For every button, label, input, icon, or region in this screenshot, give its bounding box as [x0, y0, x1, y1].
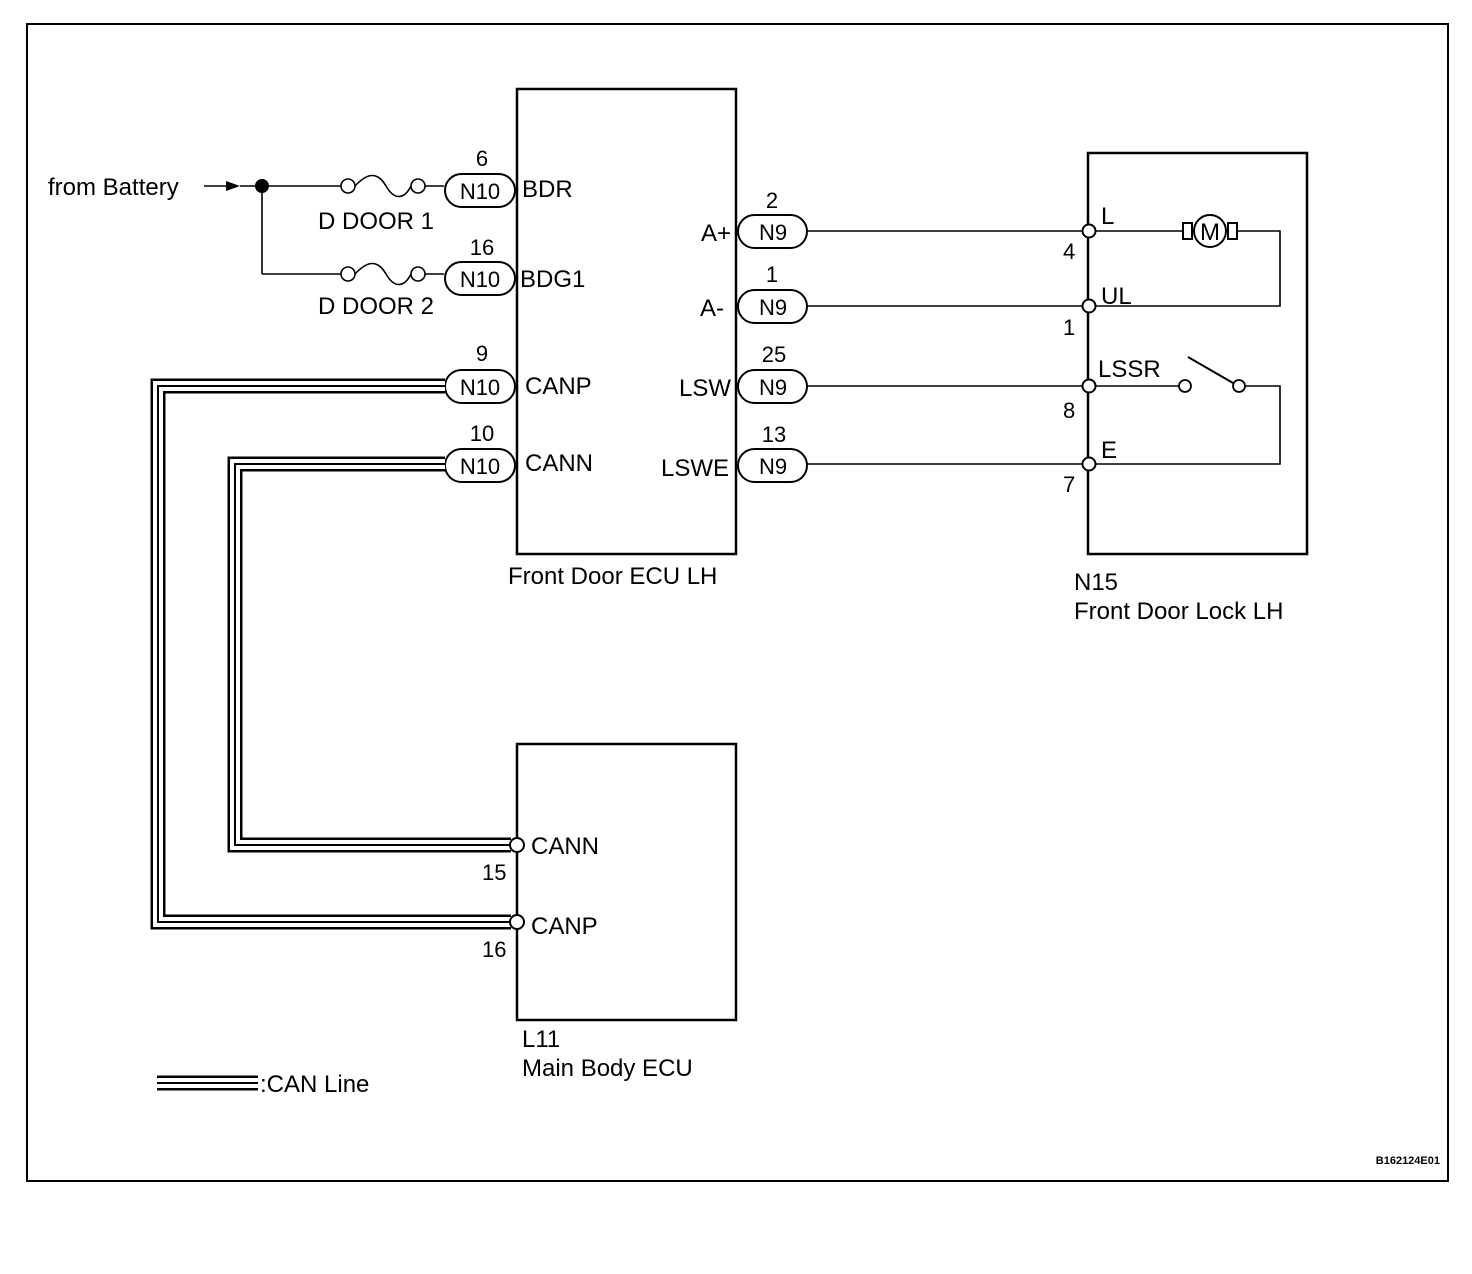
main-ecu-code: L11: [522, 1026, 560, 1053]
legend: :CAN Line: [157, 1071, 369, 1098]
fuse-icon: [354, 174, 412, 198]
connector-n10-pin10: N10 10 CANN: [444, 421, 593, 483]
motor-icon: [1193, 214, 1227, 248]
switch-return-wire: [1095, 385, 1281, 465]
arrow-icon: [226, 181, 240, 191]
connector-id: N9: [759, 295, 787, 320]
pin-number: 4: [1063, 239, 1075, 264]
connector-n10-pin16: N10 16 BDG1: [444, 235, 585, 296]
signal-label: CANN: [525, 450, 593, 477]
motor-brush-icon: [1227, 222, 1238, 240]
figure-code: B162124E01: [1376, 1155, 1440, 1167]
front-door-lock: N15 Front Door Lock LH L 4 UL 1 LSSR 8 E…: [1063, 151, 1309, 625]
connector-id: N10: [460, 267, 500, 292]
connector-n9-pin13: N9 13 LSWE: [661, 422, 808, 483]
connector-n9-pin2: N9 2 A+: [701, 188, 808, 249]
path: [234, 463, 511, 846]
pin-number: 25: [762, 342, 786, 367]
pin-number: 10: [470, 421, 494, 446]
pin-number: 16: [482, 937, 506, 962]
pin-number: 7: [1063, 472, 1075, 497]
fuse-d-door-1: D DOOR 1: [318, 174, 444, 235]
terminal-icon: [509, 914, 525, 930]
lock-title: Front Door Lock LH: [1074, 598, 1283, 625]
battery-feed: from Battery: [48, 174, 341, 275]
lock-code: N15: [1074, 569, 1118, 596]
connector-shape: [737, 448, 808, 483]
can-line-cann: [227, 456, 511, 853]
fuse-d-door-2: D DOOR 2: [318, 262, 444, 320]
fuse-icon: [354, 262, 412, 286]
terminal-icon: [1081, 456, 1097, 472]
signal-label: A-: [700, 295, 724, 322]
pin-number: 8: [1063, 398, 1075, 423]
main-ecu-title: Main Body ECU: [522, 1055, 693, 1082]
pin-signal-lssr: LSSR: [1098, 356, 1161, 383]
fuse-terminal-icon: [410, 178, 426, 194]
signal-label: BDG1: [520, 266, 585, 293]
connector-id: N9: [759, 375, 787, 400]
front-door-ecu: Front Door ECU LH N10 6 BDR N10 16 BDG1 …: [444, 87, 808, 590]
terminal-icon: [509, 837, 525, 853]
pin-number: 16: [470, 235, 494, 260]
switch-terminal-icon: [1232, 379, 1246, 393]
fuse-terminal-icon: [340, 266, 356, 282]
pin-signal-canp: CANP: [531, 913, 598, 940]
fuse-label: D DOOR 1: [318, 208, 434, 235]
switch-icon: [1187, 356, 1234, 384]
pin-number: 1: [1063, 315, 1075, 340]
fuse-terminal-icon: [340, 178, 356, 194]
pin-signal-cann: CANN: [531, 833, 599, 860]
path: [230, 459, 511, 850]
can-lines: [150, 378, 511, 930]
connector-id: N9: [759, 220, 787, 245]
terminal-icon: [1081, 298, 1097, 314]
signal-label: A+: [701, 220, 731, 247]
pin-signal-l: L: [1101, 203, 1114, 230]
motor-label: M: [1200, 219, 1220, 246]
signal-label: LSWE: [661, 455, 729, 482]
fuse-terminal-icon: [410, 266, 426, 282]
signal-label: CANP: [525, 373, 592, 400]
main-ecu-box: [515, 742, 738, 1022]
connector-n9-pin25: N9 25 LSW: [679, 342, 808, 404]
connector-n10-pin9: N10 9 CANP: [444, 341, 592, 404]
motor-return-wire: [1095, 230, 1281, 307]
pin-number: 1: [766, 262, 778, 287]
pin-signal-e: E: [1101, 437, 1117, 464]
connector-shape: [444, 173, 516, 208]
connector-shape: [444, 261, 516, 296]
diagram-frame: [26, 23, 1449, 1182]
connector-n9-pin1: N9 1 A-: [700, 262, 808, 324]
terminal-icon: [1081, 223, 1097, 239]
lock-wires: [807, 230, 1082, 465]
pin-number: 9: [476, 341, 488, 366]
from-battery-label: from Battery: [48, 174, 179, 201]
fuse-label: D DOOR 2: [318, 293, 434, 320]
connector-n10-pin6: N10 6 BDR: [444, 146, 573, 208]
pin-number: 13: [762, 422, 786, 447]
legend-label: :CAN Line: [260, 1071, 369, 1098]
lock-box: [1086, 151, 1309, 556]
path: [157, 385, 511, 923]
connector-id: N9: [759, 454, 787, 479]
main-body-ecu: CANN 15 CANP 16 L11 Main Body ECU: [482, 742, 738, 1082]
signal-label: LSW: [679, 375, 731, 402]
connector-id: N10: [460, 375, 500, 400]
ecu-title: Front Door ECU LH: [508, 563, 717, 590]
motor-brush-icon: [1182, 222, 1193, 240]
signal-label: BDR: [522, 176, 573, 203]
switch-terminal-icon: [1178, 379, 1192, 393]
terminal-icon: [1081, 378, 1097, 394]
connector-id: N10: [460, 179, 500, 204]
connector-id: N10: [460, 454, 500, 479]
pin-number: 6: [476, 146, 488, 171]
pin-number: 15: [482, 860, 506, 885]
ecu-box: [515, 87, 738, 556]
pin-number: 2: [766, 188, 778, 213]
